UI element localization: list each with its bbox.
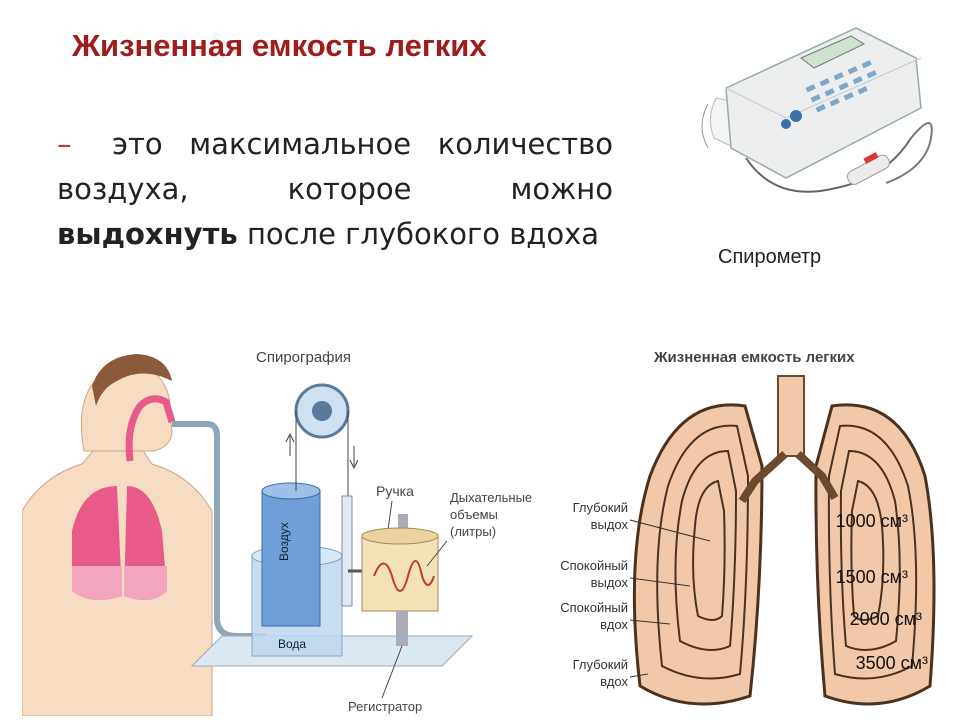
pen-label: Ручка <box>376 483 414 499</box>
volumes-label-line2: объемы <box>450 507 498 522</box>
volume-1500: 1500 см³ <box>836 567 908 587</box>
label-quiet-inhale-1: Спокойный <box>560 600 628 615</box>
volume-3500: 3500 см³ <box>856 653 928 673</box>
label-quiet-exhale-2: выдох <box>591 575 629 590</box>
label-deep-inhale-2: вдох <box>600 674 628 689</box>
label-deep-inhale-1: Глубокий <box>573 657 628 672</box>
spirometer-image <box>701 27 933 193</box>
water-label: Вода <box>278 637 306 651</box>
label-deep-exhale-1: Глубокий <box>573 500 628 515</box>
label-deep-exhale-2: выдох <box>591 517 629 532</box>
spirography-title: Спирография <box>256 349 351 366</box>
volumes-label-line1: Дыхательные <box>450 490 532 505</box>
volume-1000: 1000 см³ <box>836 511 908 531</box>
lungs-diagram-title: Жизненная емкость легких <box>653 349 855 366</box>
volume-2000: 2000 см³ <box>850 609 922 629</box>
air-label: Воздух <box>277 522 291 561</box>
definition-dash: – <box>57 127 72 161</box>
recorder-label: Регистратор <box>348 699 422 714</box>
slide-title: Жизненная емкость легких <box>72 28 487 63</box>
definition-text-before: это максимальное количество воздуха, кот… <box>57 127 613 206</box>
spirometer-caption: Спирометр <box>718 246 822 268</box>
definition-bold-word: выдохнуть <box>57 217 238 251</box>
label-quiet-inhale-2: вдох <box>600 617 628 632</box>
label-quiet-exhale-1: Спокойный <box>560 558 628 573</box>
definition-text: – это максимальное количество воздуха, к… <box>57 122 613 257</box>
definition-text-after: после глубокого вдоха <box>246 217 600 251</box>
lung-capacity-diagram: Жизненная емкость легких Глубокий выдох … <box>560 349 936 706</box>
volumes-label-line3: (литры) <box>450 524 496 539</box>
spirography-diagram: Спирография Воздух Вода Ручка Дыхательны… <box>22 349 532 716</box>
